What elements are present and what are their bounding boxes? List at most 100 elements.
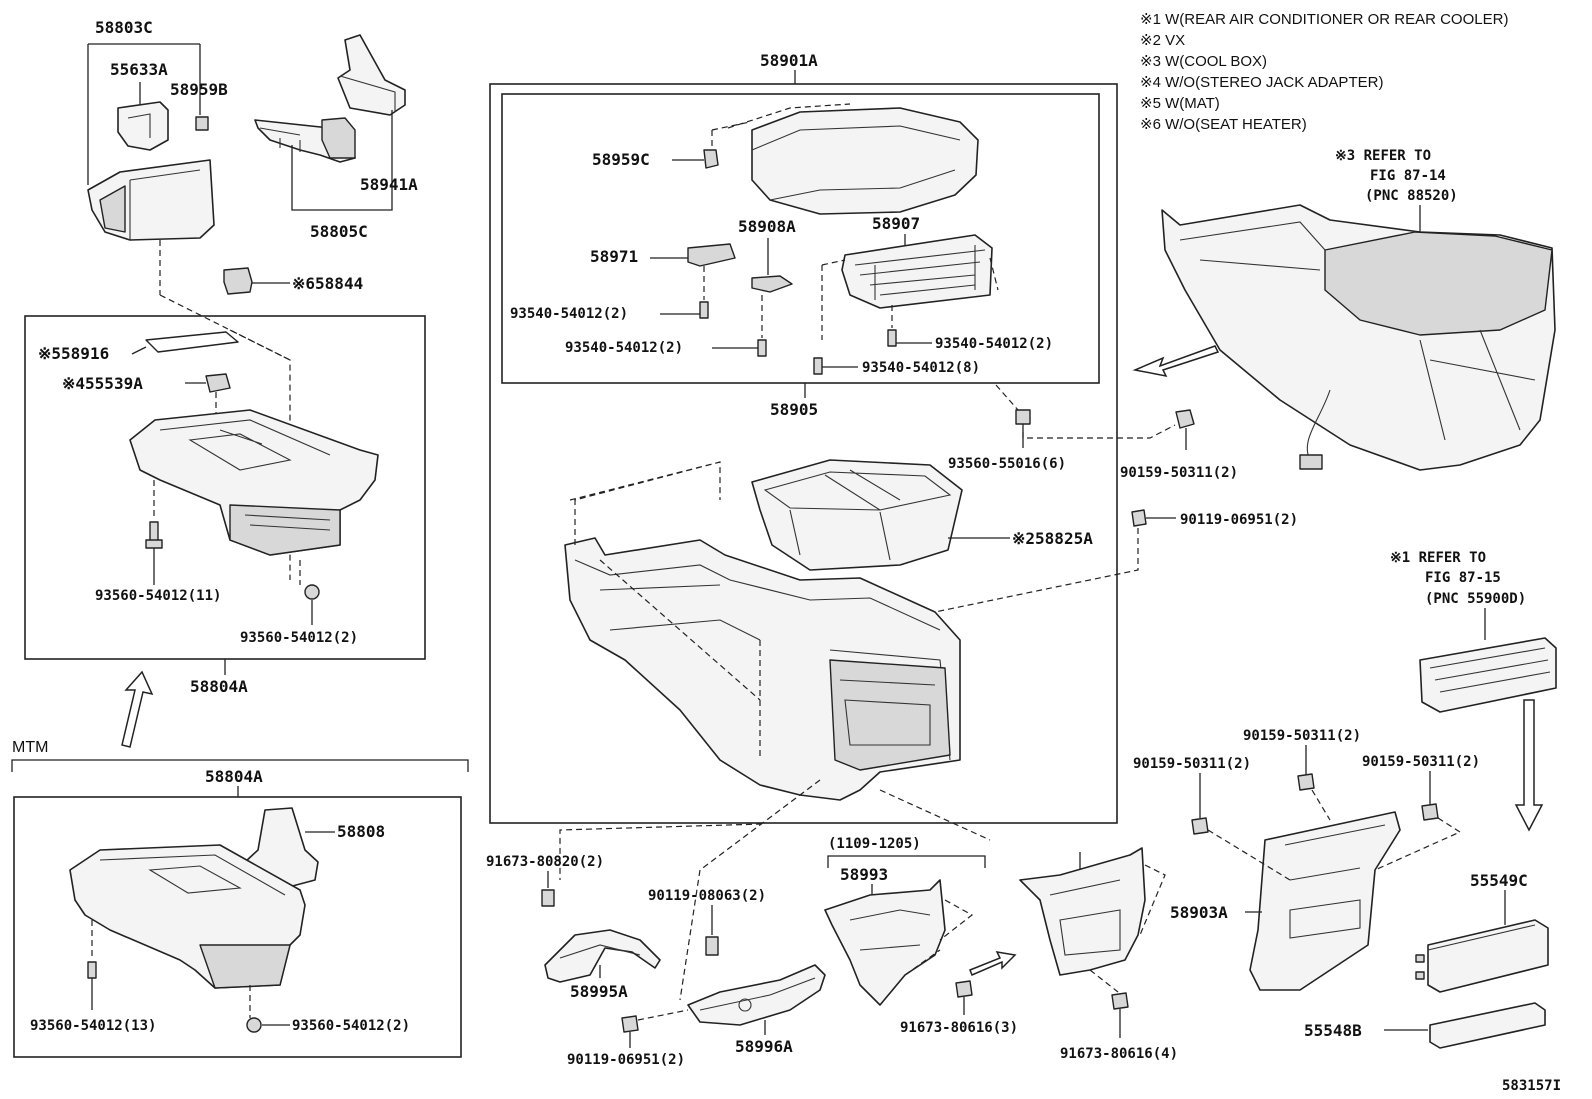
label-58907: 58907 [872, 214, 920, 233]
label-58971: 58971 [590, 247, 638, 266]
label-58941a: 58941A [360, 175, 418, 194]
label-58903a: 58903A [1170, 903, 1228, 922]
label-58804a-top: 58804A [190, 677, 248, 696]
label-93540-2b: 93540-54012(2) [565, 340, 683, 356]
label-91673-820: 91673-80820(2) [486, 854, 604, 870]
part-58844 [223, 267, 253, 295]
refer1-line3: (PNC 55900D) [1425, 591, 1526, 607]
part-58903a [1249, 811, 1401, 991]
switch-58844: ※658844 [223, 267, 363, 295]
cool-box-group: ※258825A [751, 459, 1093, 571]
box-mtm [13, 796, 462, 1058]
console-body [564, 461, 961, 801]
part-control-panel [1419, 637, 1557, 713]
note-1: ※1 W(REAR AIR CONDITIONER OR REAR COOLER… [1140, 11, 1508, 28]
label-58908a: 58908A [738, 217, 796, 236]
up-arrow [121, 670, 154, 748]
label-90119-08063: 90119-08063(2) [648, 888, 766, 904]
label-mtm: MTM [12, 739, 48, 756]
part-58959b [195, 116, 209, 131]
refer1-line1: ※1 REFER TO [1390, 550, 1486, 566]
part-58808-boot [244, 807, 319, 889]
label-58959c: 58959C [592, 150, 650, 169]
label-90159-r: 90159-50311(2) [1120, 465, 1238, 481]
rear-panel-group: 90159-50311(2) 90159-50311(2) 90159-5031… [1133, 728, 1480, 991]
note-6: ※6 W/O(SEAT HEATER) [1140, 116, 1307, 133]
label-58996a: 58996A [735, 1037, 793, 1056]
part-armrest-lid [751, 107, 979, 215]
note-5: ※5 W(MAT) [1140, 95, 1220, 112]
refer3-line2: FIG 87-14 [1370, 168, 1446, 184]
screws-right-center: 90159-50311(2) 90119-06951(2) [934, 409, 1298, 613]
label-58808: 58808 [337, 822, 385, 841]
cup-holder-group: 58803C 55633A 58959B [87, 18, 291, 580]
part-55633a [117, 101, 169, 151]
part-58941a [337, 34, 406, 116]
figure-id: 583157I [1502, 1078, 1561, 1094]
note-4: ※4 W/O(STEREO JACK ADAPTER) [1140, 74, 1383, 91]
part-55548b [1429, 1002, 1546, 1049]
part-58971 [687, 243, 736, 267]
part-58995a [544, 929, 661, 983]
rear-ac-control-ref: ※1 REFER TO FIG 87-15 (PNC 55900D) [1390, 550, 1557, 832]
label-91673-4: 91673-80616(4) [1060, 1046, 1178, 1062]
part-58908a [751, 275, 793, 293]
part-58907 [841, 234, 993, 309]
part-55549c [1427, 919, 1549, 993]
label-93560-6: 93560-55016(6) [948, 456, 1066, 472]
label-91673-3: 91673-80616(3) [900, 1020, 1018, 1036]
label-58959b: 58959B [170, 80, 228, 99]
label-55549c: 55549C [1470, 871, 1528, 890]
part-58996a [687, 964, 826, 1026]
label-90159-a: 90159-50311(2) [1243, 728, 1361, 744]
left-arrow [1132, 345, 1220, 378]
right-arrow [969, 951, 1017, 976]
label-58993a: 58993 [840, 865, 888, 884]
label-90159-c: 90159-50311(2) [1362, 754, 1480, 770]
label-58803c: 58803C [95, 18, 153, 37]
note-2: ※2 VX [1140, 32, 1185, 49]
label-58995a: 58995A [570, 982, 628, 1001]
label-date-range: (1109-1205) [828, 836, 921, 852]
label-93540-2c: 93540-54012(2) [935, 336, 1053, 352]
box-58901a [489, 83, 1118, 824]
label-93560-2b: 93560-54012(2) [292, 1018, 410, 1034]
refer3-line1: ※3 REFER TO [1335, 148, 1431, 164]
part-55539a [205, 373, 231, 393]
label-58825a: ※258825A [1012, 529, 1093, 548]
part-58825a [751, 459, 963, 571]
part-58993-b [1019, 847, 1146, 976]
screw-93560-55016: 93560-55016(6) [948, 384, 1176, 472]
label-93560-13: 93560-54012(13) [30, 1018, 156, 1034]
label-93540-8: 93540-54012(8) [862, 360, 980, 376]
down-arrow [1514, 699, 1544, 832]
label-90119-bot: 90119-06951(2) [567, 1052, 685, 1068]
label-58844: ※658844 [292, 274, 363, 293]
label-90159-b: 90159-50311(2) [1133, 756, 1251, 772]
part-58993-a [824, 879, 946, 1006]
box-58905 [501, 93, 1100, 384]
notes-legend: ※1 W(REAR AIR CONDITIONER OR REAR COOLER… [1140, 11, 1508, 133]
label-58804a-mtm: 58804A [205, 767, 263, 786]
label-55539a: ※455539A [62, 374, 143, 393]
note-3: ※3 W(COOL BOX) [1140, 53, 1267, 70]
label-58901a: 58901A [760, 51, 818, 70]
label-93560-2a: 93560-54012(2) [240, 630, 358, 646]
mtm-group: 58808 93560-54012(13) 93560-54012(2) [30, 807, 410, 1034]
label-58805c: 58805C [310, 222, 368, 241]
refer1-line2: FIG 87-15 [1425, 570, 1501, 586]
cool-box-console-ref: ※3 REFER TO FIG 87-14 (PNC 88520) [1132, 148, 1556, 471]
label-55633a: 55633A [110, 60, 168, 79]
label-58916: ※558916 [38, 344, 109, 363]
label-93560-11: 93560-54012(11) [95, 588, 221, 604]
box-group-58805c: 58941A 58805C [254, 34, 418, 241]
label-58905: 58905 [770, 400, 818, 419]
rear-cover-group: 55549C 55548B [1304, 871, 1549, 1049]
part-58916 [145, 331, 239, 353]
bracket-group-bottom: 91673-80820(2) 58995A 90119-08063(2) 589… [486, 779, 1178, 1068]
label-55548b: 55548B [1304, 1021, 1362, 1040]
refer3-line3: (PNC 88520) [1365, 188, 1458, 204]
label-93540-2a: 93540-54012(2) [510, 306, 628, 322]
armrest-group: 58959C 58908A 58907 58971 93540-54012(2)… [510, 103, 1053, 376]
